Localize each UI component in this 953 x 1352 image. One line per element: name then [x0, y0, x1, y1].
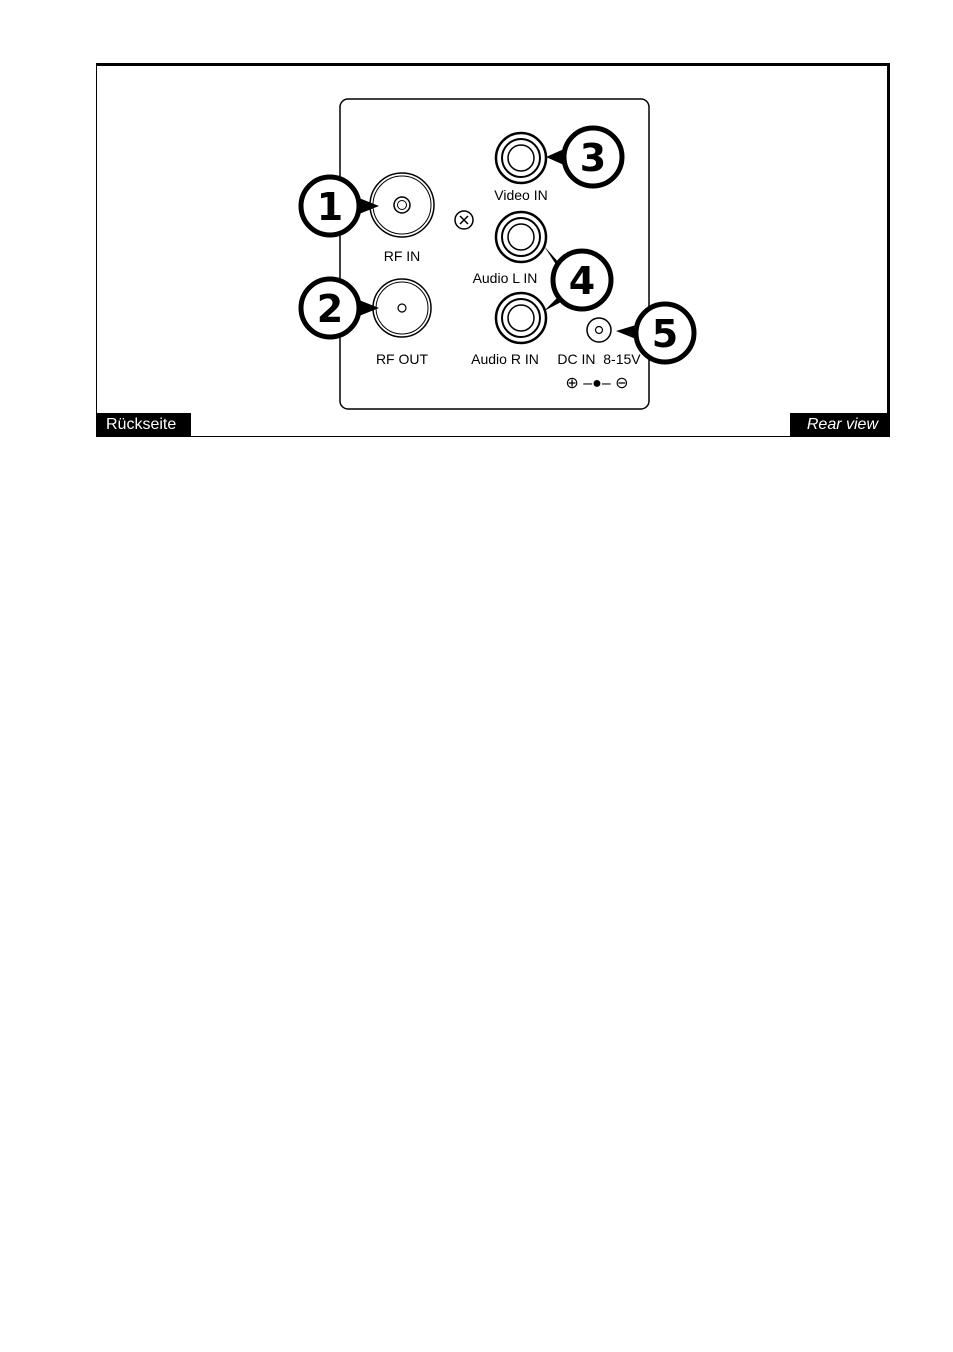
- callout-1: 1: [298, 174, 379, 238]
- video-in-label: Video IN: [494, 187, 547, 203]
- rear-view-figure: 1 2 3 4 5 RF IN RF OUT Video I: [96, 63, 890, 437]
- callout-3-number: 3: [580, 136, 606, 180]
- callout-4-number: 4: [569, 259, 595, 303]
- rf-out-label: RF OUT: [376, 351, 429, 367]
- audio-r-in-jack: [494, 291, 548, 345]
- callout-5-number: 5: [652, 312, 678, 356]
- audio-r-in-label: Audio R IN: [471, 351, 539, 367]
- callout-5: 5: [616, 301, 697, 365]
- callout-3: 3: [546, 125, 625, 189]
- callout-4: 4: [544, 246, 614, 312]
- screw-icon: [454, 210, 474, 230]
- caption-german: Rückseite: [96, 413, 191, 437]
- audio-l-in-jack: [494, 210, 548, 264]
- audio-l-in-label: Audio L IN: [473, 270, 538, 286]
- rear-panel-diagram: 1 2 3 4 5 RF IN RF OUT Video I: [298, 98, 697, 410]
- video-in-jack: [494, 131, 548, 185]
- callout-1-number: 1: [317, 185, 343, 229]
- rf-in-label: RF IN: [384, 248, 421, 264]
- dc-in-label: DC IN 8-15V: [557, 351, 641, 367]
- polarity-symbol: ⊕ –●– ⊖: [565, 375, 628, 392]
- callout-2-number: 2: [317, 287, 343, 331]
- dc-in-jack: [586, 317, 612, 343]
- caption-english: Rear view: [790, 413, 888, 437]
- callout-2: 2: [298, 276, 379, 340]
- rf-in-jack: [369, 172, 435, 238]
- rf-out-jack: [372, 278, 432, 338]
